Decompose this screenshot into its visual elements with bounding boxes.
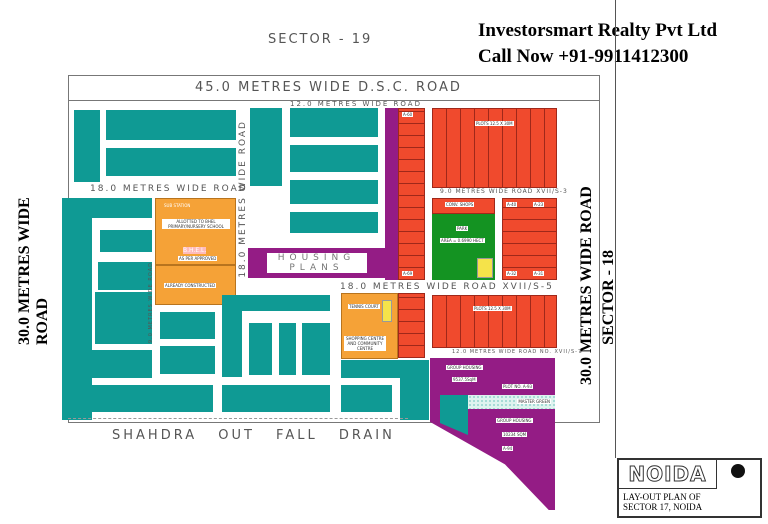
sector-north-label: SECTOR - 19	[268, 32, 373, 47]
residential-block	[250, 108, 282, 186]
residential-block	[249, 323, 272, 375]
bhel-label: B.H.E.L.	[183, 247, 207, 254]
drain-label: SHAHDRA OUT FALL DRAIN	[112, 428, 395, 443]
substation-label: SUB STATION	[164, 203, 191, 208]
plots-label: PLOTS 12.5 X 30M	[475, 121, 514, 126]
park-area-label: AREA = 0.6990 HECT	[440, 238, 485, 243]
residential-block	[222, 385, 330, 412]
bhel-note: AS PER APPROVED	[178, 256, 218, 261]
logo-box: NOIDA	[619, 460, 717, 489]
road-18-mid-label: 18.0 METRES WIDE ROAD XVII/S-5	[340, 282, 554, 292]
plot-column	[398, 293, 425, 358]
residential-block	[88, 350, 152, 378]
residential-block	[95, 292, 152, 344]
noida-logo: NOIDA	[628, 462, 707, 487]
tennis-court	[382, 300, 392, 322]
left-road-label: 30.0 METRES WIDE ROAD	[16, 197, 51, 345]
residential-block	[160, 346, 215, 374]
residential-block	[290, 145, 378, 172]
group-housing-label: GROUP HOUSING	[446, 365, 483, 370]
housing-plans-label: HOUSING PLANS	[266, 253, 367, 273]
master-green-label: MASTER GREEN	[517, 399, 551, 404]
tennis-label: TENNIS COURT	[348, 304, 380, 309]
plots-block-mid: PLOTS 12.5 X 30M	[432, 295, 557, 348]
residential-block	[106, 148, 236, 176]
residential-block	[62, 198, 92, 420]
shopping-label: SHOPPING CENTRE AND COMMUNITY CENTRE	[344, 336, 386, 351]
road-18-vertical-label: 18.0 METRES WIDE ROAD	[238, 120, 248, 278]
plot-column: A-60 A-69	[398, 108, 425, 280]
residential-block	[302, 323, 330, 375]
plots-block-top: PLOTS 12.5 X 30M	[432, 108, 557, 188]
residential-block	[290, 212, 378, 233]
tennis-court-small	[477, 258, 493, 278]
park-label: PARK	[456, 226, 469, 231]
group-housing-area: 10234 SQM	[502, 432, 528, 437]
residential-block	[106, 110, 236, 140]
plot-label: A-32	[506, 271, 518, 276]
road-9-left-label: 9.0 METRES WIDE ROAD	[148, 262, 154, 344]
road-12-s7-label: 12.0 METRES WIDE ROAD NO. XVII/S-7	[452, 349, 583, 355]
plots-block-right: A-40 A-23 A-32 A-31	[502, 198, 557, 280]
plan-title: LAY-OUT PLAN OF SECTOR 17, NOIDA	[623, 492, 703, 512]
plot-label: A-94	[502, 446, 514, 451]
conv-shops: CONV. SHOPS	[432, 198, 495, 214]
plot-label: PLOT NO. A-93	[502, 384, 534, 389]
plot-label: A-23	[533, 202, 545, 207]
residential-block	[82, 385, 213, 412]
housing-strip	[385, 108, 398, 280]
road-18-top-label: 18.0 METRES WIDE ROAD	[90, 184, 248, 194]
bhel-block: SUB STATION ALLOTTED TO BHEL PRIMARY/NUR…	[155, 198, 236, 265]
residential-block	[92, 198, 152, 218]
residential-block	[279, 323, 296, 375]
road-edge	[68, 100, 600, 101]
plot-label: A-60	[402, 112, 414, 117]
residential-block	[290, 180, 378, 204]
residential-block	[100, 230, 152, 252]
conv-shops-label: CONV. SHOPS	[445, 202, 475, 207]
housing-plans-block: HOUSING PLANS	[248, 248, 385, 278]
group-housing-block	[430, 358, 555, 510]
plot-label: A-69	[402, 271, 414, 276]
already-constructed-label: ALREADY CONSTRUCTED	[164, 283, 217, 288]
phone-number: Call Now +91-9911412300	[478, 46, 689, 67]
title-block: NOIDA LAY-OUT PLAN OF SECTOR 17, NOIDA	[617, 458, 762, 518]
residential-block	[341, 360, 429, 378]
sheet-border	[615, 0, 616, 458]
residential-block	[98, 262, 152, 290]
group-housing-area: 9537.5SqM	[452, 377, 477, 382]
road-12-label: 12.0 METRES WIDE ROAD	[290, 100, 422, 108]
residential-block	[74, 110, 100, 182]
plot-label: A-40	[506, 202, 518, 207]
top-road-label: 45.0 METRES WIDE D.S.C. ROAD	[195, 80, 462, 95]
sector-east-label: SECTOR - 18	[600, 250, 617, 345]
road-9-label: 9.0 METRES WIDE ROAD XVII/S-3	[440, 188, 568, 195]
company-name: Investorsmart Realty Pvt Ltd	[478, 20, 718, 41]
residential-block	[222, 295, 330, 311]
plot-label: A-31	[533, 271, 545, 276]
residential-block	[341, 385, 392, 412]
residential-block	[160, 312, 215, 339]
residential-block	[222, 311, 242, 377]
school-label: ALLOTTED TO BHEL PRIMARY/NURSERY SCHOOL	[162, 219, 230, 229]
plots-label: PLOTS 12.5 X 30M	[473, 306, 512, 311]
group-housing-label: GROUP HOUSING	[496, 418, 533, 423]
master-green: MASTER GREEN	[468, 395, 555, 409]
drain-edge	[68, 418, 408, 419]
north-arrow-icon	[731, 464, 745, 478]
residential-block	[290, 108, 378, 137]
residential-block	[400, 378, 429, 420]
